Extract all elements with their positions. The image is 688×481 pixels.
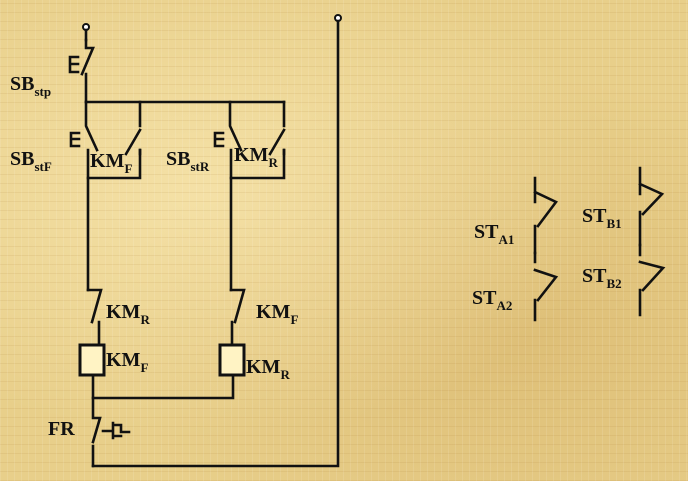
stop-button-actuator [68, 55, 80, 74]
st-a1-switch [533, 176, 558, 255]
km-r-aux-contact-symbol [268, 128, 286, 156]
km-r-interlock-contact [86, 288, 103, 347]
km-r-coil [218, 343, 246, 377]
label-st-b1: STB1 [582, 205, 622, 231]
coil-return-wire [91, 373, 235, 400]
st-b1-switch [638, 166, 665, 247]
reverse-start-wire [228, 100, 286, 180]
km-f-coil [78, 343, 106, 377]
label-km-r-coil: KMR [246, 356, 290, 382]
forward-start-actuator [69, 131, 81, 148]
stop-button-contact [80, 38, 95, 104]
thermal-overload-contact [91, 396, 131, 468]
label-sb-stop: SBstp [10, 73, 51, 99]
label-sb-start-reverse: SBstR [166, 148, 210, 174]
label-km-r-aux: KMR [234, 144, 278, 170]
fr-contact-wire [91, 396, 102, 468]
st-a2-switch [533, 251, 559, 322]
km-f-aux-contact-symbol [124, 128, 142, 156]
forward-start-branch [69, 100, 142, 292]
label-km-r-interlock: KMR [106, 301, 150, 327]
forward-start-wire [84, 100, 142, 180]
label-st-b2: STB2 [582, 265, 622, 291]
label-fr: FR [48, 418, 75, 440]
power-terminals [82, 14, 342, 468]
label-km-f-aux: KMF [90, 150, 132, 176]
reverse-start-actuator [213, 131, 225, 148]
st-b2-switch [638, 243, 666, 317]
fr-thermal-actuator [101, 421, 131, 440]
right-rail-wire [91, 19, 340, 468]
km-f-interlock-contact [229, 288, 246, 347]
label-km-f-coil: KMF [106, 349, 148, 375]
reverse-start-branch [213, 100, 286, 292]
label-sb-start-forward: SBstF [10, 148, 52, 174]
limit-switch-group-b [638, 166, 666, 317]
stop-button-symbol [68, 38, 95, 104]
label-km-f-interlock: KMF [256, 301, 298, 327]
label-st-a2: STA2 [472, 287, 512, 313]
label-st-a1: STA1 [474, 221, 514, 247]
limit-switch-group-a [533, 176, 559, 322]
